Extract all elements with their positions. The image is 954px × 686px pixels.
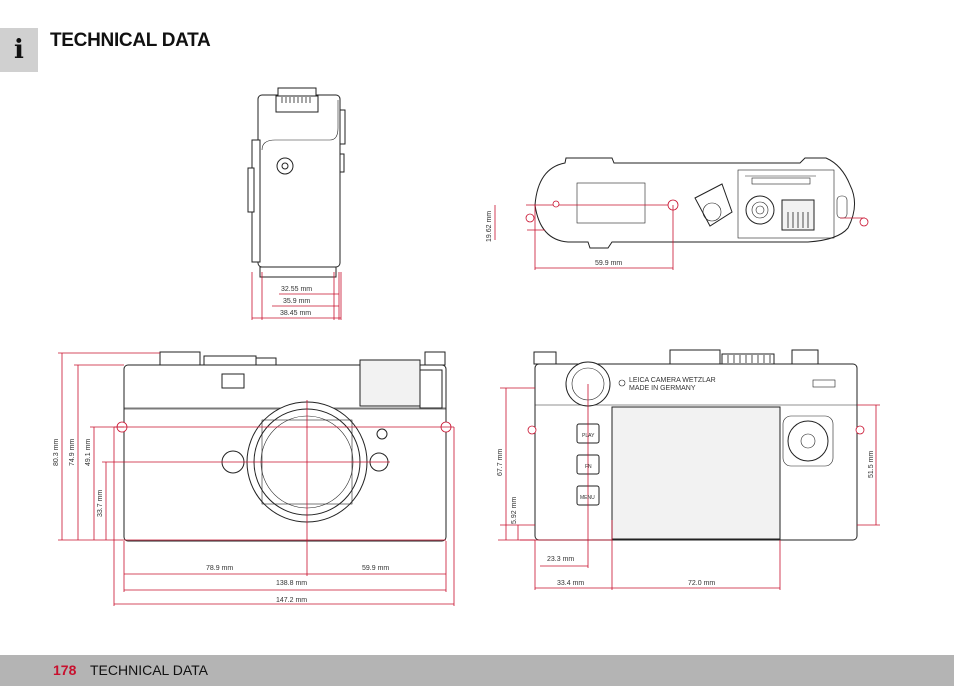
side-dim-1: 32.55 mm — [281, 286, 312, 293]
footer-section-title: TECHNICAL DATA — [90, 662, 208, 678]
front-dim-total: 147.2 mm — [276, 597, 307, 604]
back-dim-right: 72.0 mm — [688, 580, 715, 587]
front-dim-height-total: 80.3 mm — [53, 439, 60, 466]
front-dim-left: 78.9 mm — [206, 565, 233, 572]
front-dim-height-2: 74.9 mm — [69, 439, 76, 466]
back-dim-left: 33.4 mm — [557, 580, 584, 587]
back-view-drawing — [498, 349, 880, 590]
engraving-line-2: MADE IN GERMANY — [629, 385, 696, 392]
engraving-line-1: LEICA CAMERA WETZLAR — [629, 377, 716, 384]
front-dim-height-4: 33.7 mm — [97, 490, 104, 517]
fn-button-label: FN — [585, 464, 592, 470]
footer-bar — [0, 655, 954, 686]
page-number: 178 — [53, 662, 77, 678]
side-dim-3: 38.45 mm — [280, 310, 311, 317]
top-width-dim: 59.9 mm — [595, 260, 622, 267]
front-dim-right: 59.9 mm — [362, 565, 389, 572]
play-button-label: PLAY — [582, 433, 595, 439]
side-view-drawing — [247, 87, 346, 320]
top-view-drawing — [494, 157, 869, 270]
front-dim-body: 138.8 mm — [276, 580, 307, 587]
top-height-dim: 19.62 mm — [486, 211, 493, 242]
side-dim-2: 35.9 mm — [283, 298, 310, 305]
back-dim-height-left: 67.7 mm — [497, 449, 504, 476]
menu-button-label: MENU — [580, 495, 595, 501]
info-icon: i — [0, 28, 38, 72]
page-title: TECHNICAL DATA — [50, 30, 211, 51]
back-dim-bottom-left: 5.92 mm — [511, 497, 518, 524]
back-dim-height-right: 51.5 mm — [868, 451, 875, 478]
front-dim-height-3: 49.1 mm — [85, 439, 92, 466]
front-view-drawing — [58, 351, 455, 606]
back-dim-short: 23.3 mm — [547, 556, 574, 563]
